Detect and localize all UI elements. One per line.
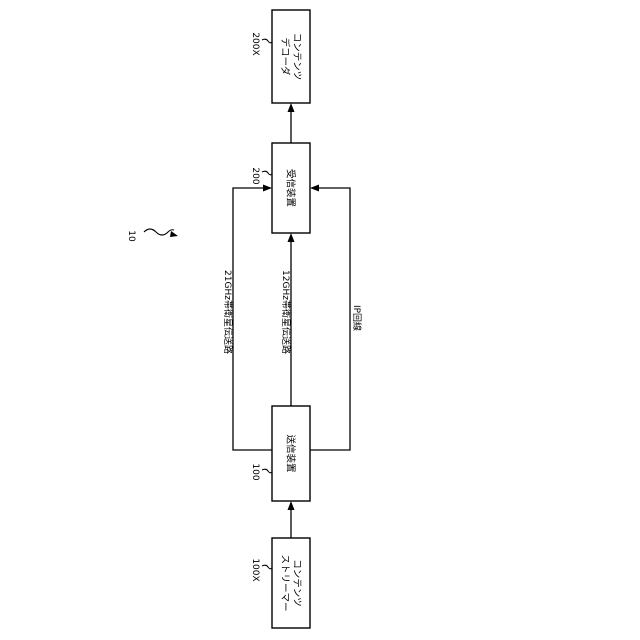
ref-200: 200 [250,167,260,184]
ref-10-arrowhead [170,231,178,237]
ref-100-leader [262,469,272,473]
arrowhead-decoder [288,103,295,112]
sat21-label: 21GHz帯衛星伝送路 [222,270,234,354]
sat21-line [233,188,272,450]
ip-line [310,188,350,450]
content-streamer-label-line2: ストリーマー [279,554,290,611]
content-decoder-label-line1: コンテンツ [291,33,302,81]
ref-100x-leader [262,565,272,569]
receiver-label: 受信装置 [285,169,297,207]
arrowhead-transmitter [288,501,295,510]
content-decoder-label-line2: デコーダ [279,37,291,76]
content-decoder-box [272,10,310,103]
content-streamer-box [272,538,310,628]
ref-200x-leader [262,39,272,43]
ref-100x: 100X [250,558,260,581]
arrowhead-receiver-right [310,185,319,192]
ref-10-leader [144,229,174,235]
sat12-label: 12GHz帯衛星伝送路 [280,270,292,354]
transmitter-label: 送信装置 [285,434,297,472]
ref-10: 10 [126,230,136,242]
ref-200-leader [262,171,272,175]
ref-200x: 200X [250,32,260,55]
arrowhead-receiver-mid [288,233,295,242]
content-streamer-label-line1: コンテンツ [291,559,302,607]
ref-100: 100 [250,463,260,480]
ip-label: IP回線 [351,305,363,331]
arrowhead-receiver-left [263,185,272,192]
